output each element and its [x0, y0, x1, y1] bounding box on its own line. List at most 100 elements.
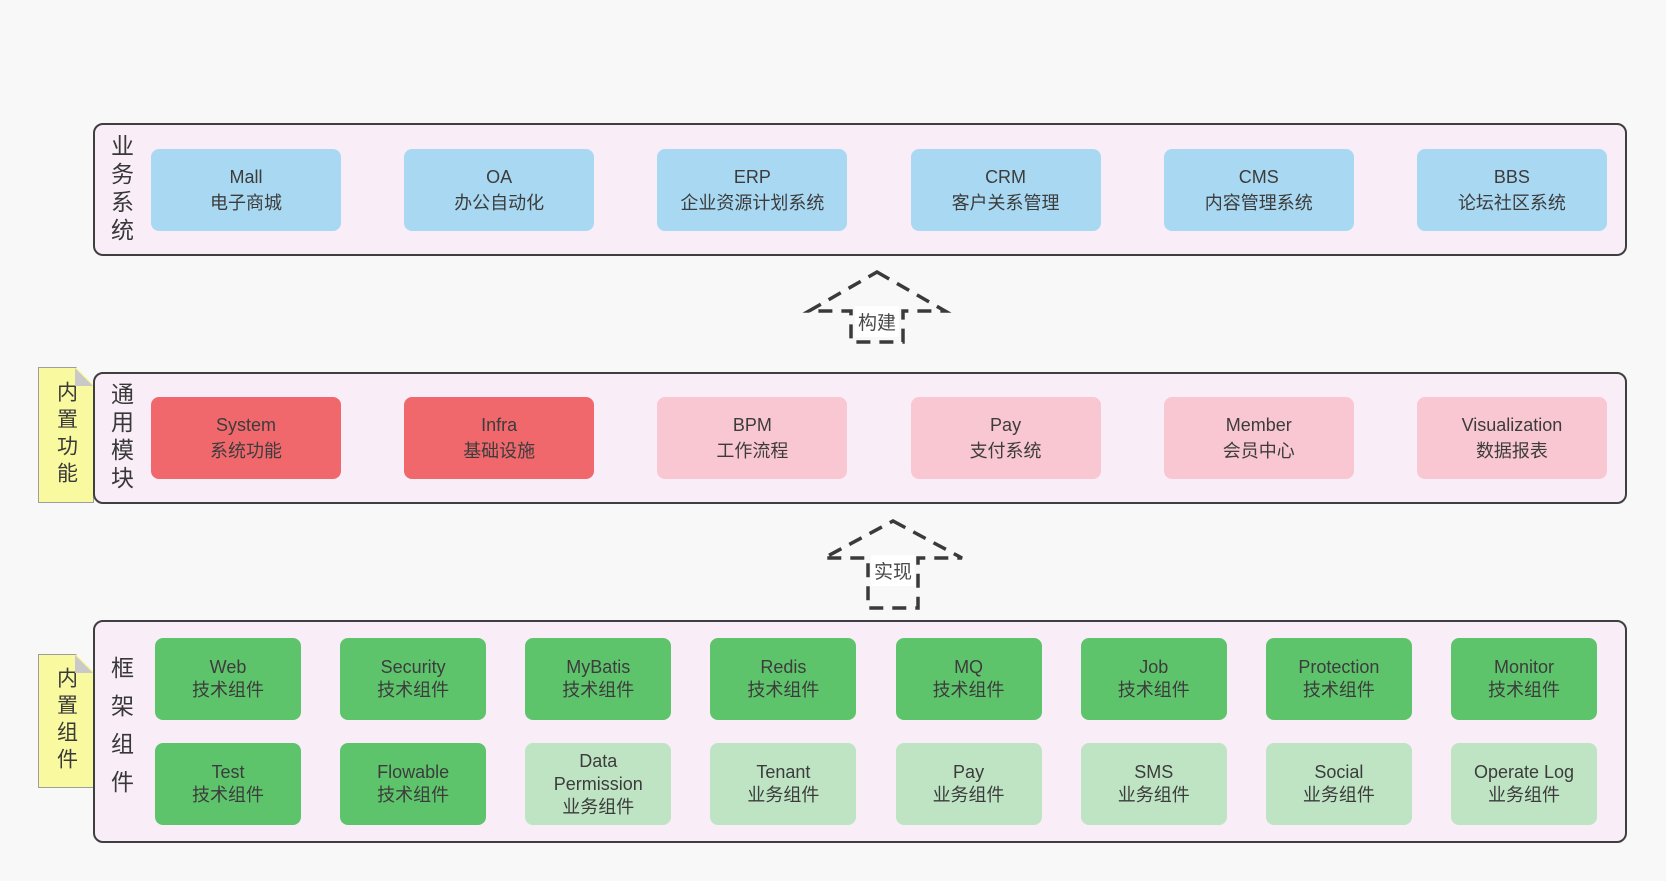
- arrow-build-label: 构建: [854, 306, 900, 337]
- node-name: Web: [209, 657, 247, 677]
- sticky-note-built-in-features: 内置功能: [38, 367, 94, 503]
- node-desc: 数据报表: [1475, 441, 1548, 461]
- node-desc: 技术组件: [932, 680, 1005, 700]
- node-flowable: Flowable 技术组件: [340, 743, 487, 825]
- node-name: MyBatis: [566, 657, 631, 677]
- node-name: Infra: [481, 415, 518, 435]
- common-modules-panel: 通用模块 System 系统功能 Infra 基础设施 BPM 工作流程 Pay…: [93, 372, 1627, 504]
- node-desc: 业务组件: [932, 785, 1005, 805]
- node-desc: 电子商城: [210, 192, 282, 213]
- node-desc: 技术组件: [1117, 680, 1190, 700]
- node-name: ERP: [733, 166, 771, 187]
- node-desc: 系统功能: [210, 441, 282, 461]
- panel-label-modules: 通用模块: [107, 382, 134, 494]
- node-social: Social 业务组件: [1265, 743, 1412, 825]
- note-fold-corner: [75, 655, 93, 673]
- node-infra: Infra 基础设施: [404, 397, 595, 479]
- node-name: Pay: [990, 415, 1022, 435]
- node-name: CRM: [985, 166, 1027, 187]
- node-desc: 会员中心: [1222, 441, 1295, 461]
- node-desc: 业务组件: [1302, 785, 1375, 805]
- node-desc: 业务组件: [562, 796, 635, 817]
- node-desc: 技术组件: [377, 785, 450, 805]
- node-cms: CMS 内容管理系统: [1163, 148, 1354, 231]
- node-name: BBS: [1493, 166, 1530, 187]
- node-mybatis: MyBatis 技术组件: [525, 638, 672, 720]
- node-desc: 业务组件: [1117, 785, 1190, 805]
- node-desc: 技术组件: [747, 680, 820, 700]
- components-row-2: Test 技术组件 Flowable 技术组件 Data Permission …: [155, 743, 1597, 825]
- node-desc: 客户关系管理: [951, 192, 1060, 213]
- node-desc: 技术组件: [1487, 680, 1560, 700]
- sticky-note-built-in-components: 内置组件: [38, 654, 94, 788]
- node-name: Social: [1314, 762, 1364, 782]
- framework-components-panel: 框架组件 Web 技术组件 Security 技术组件 MyBatis 技术组件…: [93, 620, 1627, 843]
- node-desc: 技术组件: [192, 680, 264, 700]
- node-name: Data Permission: [553, 750, 643, 794]
- node-pay-component: Pay 业务组件: [895, 743, 1042, 825]
- node-pay-system: Pay 支付系统: [910, 397, 1101, 479]
- node-name: Visualization: [1461, 415, 1563, 435]
- node-desc: 办公自动化: [454, 192, 545, 213]
- node-desc: 业务组件: [747, 785, 820, 805]
- node-desc: 内容管理系统: [1204, 192, 1313, 213]
- node-tenant: Tenant 业务组件: [710, 743, 857, 825]
- node-name: Job: [1139, 657, 1169, 677]
- node-member: Member 会员中心: [1163, 397, 1354, 479]
- note-text: 内置功能: [54, 381, 78, 489]
- node-name: CMS: [1238, 166, 1279, 187]
- node-name: OA: [486, 166, 513, 187]
- node-crm: CRM 客户关系管理: [910, 148, 1101, 231]
- node-oa: OA 办公自动化: [404, 148, 595, 231]
- arrow-up-build: 构建: [802, 269, 952, 345]
- node-desc: 工作流程: [716, 441, 789, 461]
- modules-boxes-row: System 系统功能 Infra 基础设施 BPM 工作流程 Pay 支付系统…: [151, 397, 1607, 479]
- node-test: Test 技术组件: [155, 743, 301, 825]
- node-sms: SMS 业务组件: [1080, 743, 1227, 825]
- node-web: Web 技术组件: [155, 638, 301, 720]
- node-name: Redis: [760, 657, 807, 677]
- node-redis: Redis 技术组件: [710, 638, 857, 720]
- node-name: BPM: [732, 415, 772, 435]
- node-name: Member: [1225, 415, 1292, 435]
- node-system: System 系统功能: [151, 397, 341, 479]
- node-mall: Mall 电子商城: [151, 148, 341, 231]
- node-name: Protection: [1298, 657, 1380, 677]
- node-desc: 业务组件: [1487, 785, 1560, 805]
- note-text: 内置组件: [54, 667, 78, 775]
- business-systems-panel: 业务系统 Mall 电子商城 OA 办公自动化 ERP 企业资源计划系统 CRM…: [93, 123, 1627, 256]
- node-name: Operate Log: [1473, 762, 1575, 782]
- node-visualization: Visualization 数据报表: [1416, 397, 1607, 479]
- node-name: Test: [211, 762, 245, 782]
- node-erp: ERP 企业资源计划系统: [657, 148, 848, 231]
- node-data-permission: Data Permission 业务组件: [525, 743, 672, 825]
- panel-label-business: 业务系统: [107, 133, 134, 246]
- components-rows: Web 技术组件 Security 技术组件 MyBatis 技术组件 Redi…: [155, 638, 1597, 825]
- node-monitor: Monitor 技术组件: [1450, 638, 1597, 720]
- node-mq: MQ 技术组件: [895, 638, 1042, 720]
- business-boxes-row: Mall 电子商城 OA 办公自动化 ERP 企业资源计划系统 CRM 客户关系…: [151, 148, 1607, 231]
- panel-label-components: 框架组件: [107, 655, 134, 808]
- node-desc: 技术组件: [562, 680, 635, 700]
- node-desc: 技术组件: [192, 785, 264, 805]
- node-desc: 基础设施: [463, 441, 536, 461]
- node-name: MQ: [954, 657, 984, 677]
- node-desc: 支付系统: [969, 441, 1042, 461]
- node-name: Tenant: [756, 762, 811, 782]
- node-protection: Protection 技术组件: [1265, 638, 1412, 720]
- dashed-up-arrow-icon: [823, 519, 963, 610]
- arrow-implement-label: 实现: [870, 555, 916, 586]
- note-fold-corner: [75, 368, 93, 386]
- node-desc: 论坛社区系统: [1457, 192, 1566, 213]
- node-bbs: BBS 论坛社区系统: [1416, 148, 1607, 231]
- node-name: Mall: [229, 166, 263, 187]
- node-desc: 技术组件: [377, 680, 450, 700]
- node-name: Security: [380, 657, 446, 677]
- node-operate-log: Operate Log 业务组件: [1450, 743, 1597, 825]
- arrow-up-implement: 实现: [821, 518, 965, 611]
- node-desc: 技术组件: [1302, 680, 1375, 700]
- node-job: Job 技术组件: [1080, 638, 1227, 720]
- node-security: Security 技术组件: [340, 638, 487, 720]
- node-bpm: BPM 工作流程: [657, 397, 848, 479]
- node-name: Pay: [953, 762, 985, 782]
